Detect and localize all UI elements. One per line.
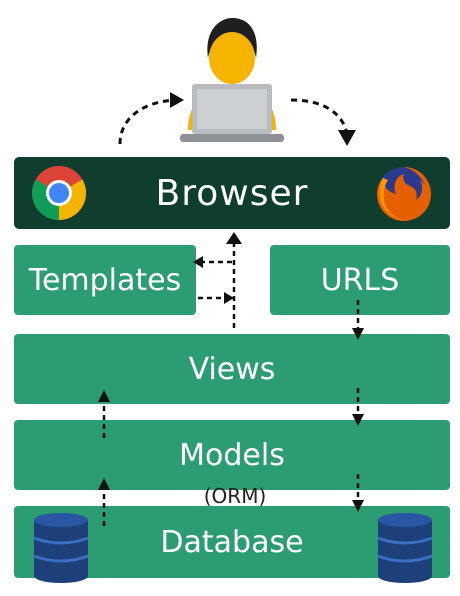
templates-label: Templates	[28, 262, 182, 298]
database-cylinder-icon	[377, 513, 433, 583]
models-box: Models	[14, 420, 450, 490]
user-at-laptop-icon	[180, 18, 284, 142]
browser-response-arrow	[290, 98, 356, 146]
database-label: Database	[160, 524, 304, 560]
views-box: Views	[14, 334, 450, 404]
urls-label: URLS	[320, 262, 400, 298]
database-cylinder-icon	[33, 513, 89, 583]
browser-label: Browser	[155, 172, 309, 214]
templates-box: Templates	[14, 245, 196, 315]
models-sublabel: (ORM)	[203, 484, 267, 508]
chrome-icon	[31, 166, 87, 220]
views-label: Views	[188, 351, 276, 387]
models-label: Models	[179, 437, 285, 473]
urls-box: URLS	[270, 245, 450, 315]
firefox-icon	[377, 167, 431, 221]
user-request-arrow	[118, 92, 184, 145]
